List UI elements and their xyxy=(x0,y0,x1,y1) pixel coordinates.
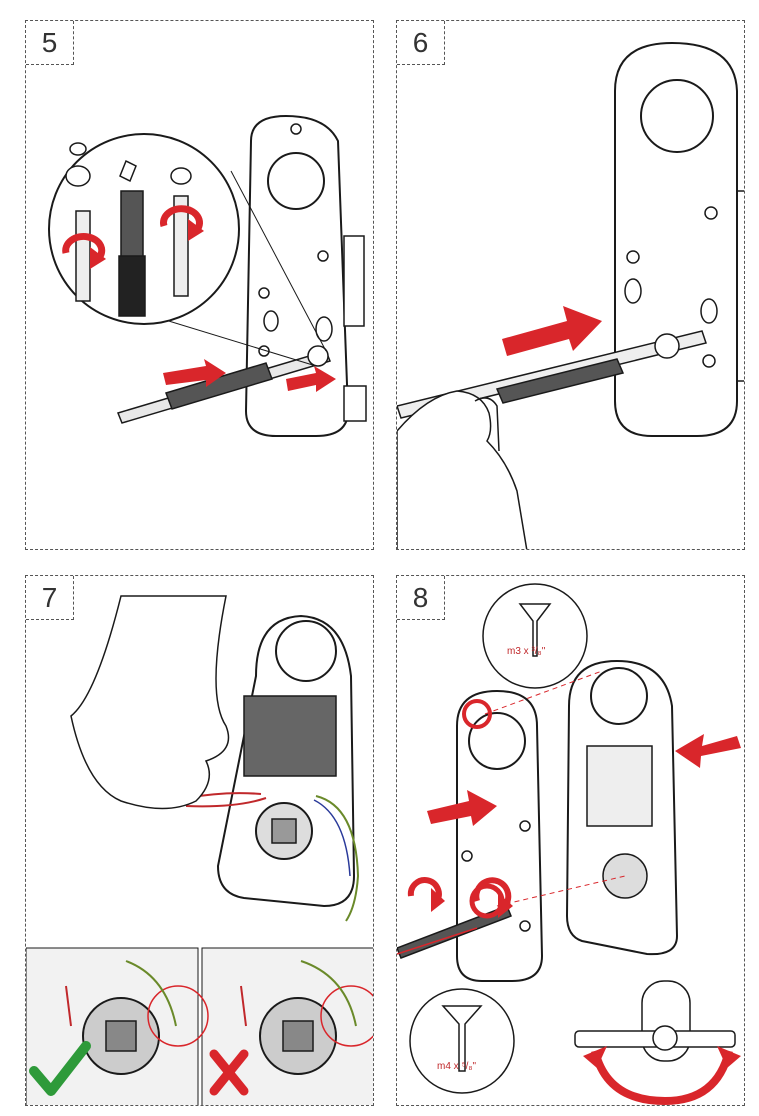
right-arrow-icon xyxy=(427,790,497,826)
right-arrow-icon xyxy=(163,359,226,387)
step-5-panel: 5 xyxy=(25,20,374,550)
step-7-number: 7 xyxy=(26,576,74,620)
step-7-illustration xyxy=(26,595,373,1105)
step-8-number: 8 xyxy=(397,576,445,620)
clockwise-rotate-icon xyxy=(62,233,106,269)
step-6-number: 6 xyxy=(397,21,445,65)
handle-rotate-icon xyxy=(583,1046,741,1105)
battery-compartment xyxy=(243,695,337,777)
right-arrow-icon xyxy=(286,366,336,392)
step-5-illustration xyxy=(48,114,367,437)
cross-icon xyxy=(209,1049,249,1096)
screw-hole-top xyxy=(290,123,302,135)
step-8-illustration xyxy=(397,583,741,1105)
right-arrow-icon xyxy=(502,306,602,356)
step-6-illustration xyxy=(397,41,744,549)
plate-large-hole xyxy=(640,79,714,153)
check-icon xyxy=(29,1041,91,1096)
mounting-plate xyxy=(614,41,738,437)
step-8-panel: 8 xyxy=(396,575,745,1106)
step-5-number: 5 xyxy=(26,21,74,65)
left-arrow-icon xyxy=(675,734,741,768)
m3-screw-label: m3 x ³/₈" xyxy=(507,646,546,657)
m4-screw-label: m4 x ⁵/₈" xyxy=(437,1061,477,1072)
green-wire xyxy=(315,795,360,922)
clockwise-rotate-icon xyxy=(407,877,445,912)
step-6-panel: 6 xyxy=(396,20,745,550)
mounting-plate xyxy=(456,689,544,982)
hand xyxy=(70,595,230,810)
clockwise-rotate-icon xyxy=(160,205,204,241)
zoom-detail-circle xyxy=(48,133,240,325)
plate-large-hole xyxy=(267,152,325,210)
step-7-panel: 7 xyxy=(25,575,374,1106)
clockwise-rotate-icon xyxy=(473,877,513,918)
hand xyxy=(397,390,528,549)
